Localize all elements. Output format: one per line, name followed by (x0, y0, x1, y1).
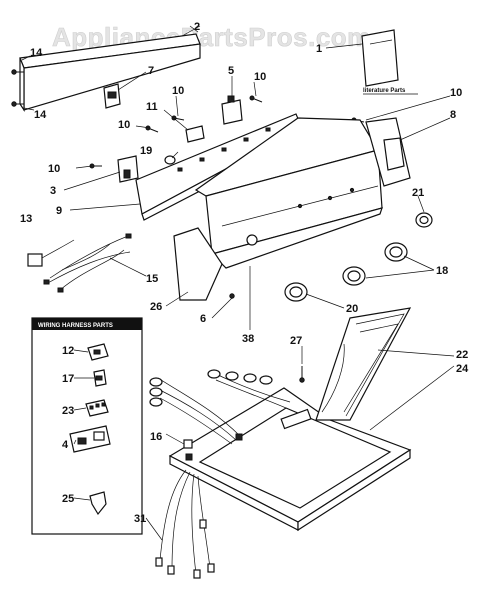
callout-1: 1 (316, 43, 322, 55)
callout-11: 11 (146, 101, 158, 113)
callout-4: 4 (62, 439, 69, 451)
callout-14-top: 14 (30, 47, 43, 59)
switch-part-5 (221, 95, 243, 125)
wire-harness-upper (149, 369, 291, 445)
callout-8: 8 (450, 109, 456, 121)
callout-10-b: 10 (172, 85, 184, 97)
knob-part-21 (415, 212, 433, 228)
leader-lines (21, 25, 455, 541)
knob-part-18-right (384, 242, 408, 262)
switch-part-3 (117, 155, 139, 183)
callout-10-d: 10 (450, 87, 462, 99)
screw-part-10-b (249, 95, 263, 103)
console-top-part (194, 117, 383, 269)
callout-21: 21 (412, 187, 424, 199)
callout-3: 3 (50, 185, 56, 197)
clip-part-25 (89, 491, 107, 516)
callout-23: 23 (62, 405, 74, 417)
connector-part-12 (87, 343, 109, 361)
callout-2: 2 (194, 21, 200, 33)
lid-part-22 (315, 307, 412, 421)
callout-labels: 2 1 14 14 7 5 10 10 11 10 10 8 19 10 3 9… (20, 21, 469, 525)
callout-22: 22 (456, 349, 468, 361)
callout-10-e: 10 (48, 163, 60, 175)
callout-12: 12 (62, 345, 74, 357)
wiring-harness-parts-box (31, 317, 143, 535)
timer-switch-part-7 (103, 83, 121, 109)
screw-part-14-top (11, 69, 24, 75)
callout-14-bottom: 14 (34, 109, 47, 121)
callout-7: 7 (148, 65, 154, 77)
callout-6: 6 (200, 313, 206, 325)
end-cap-part-26 (173, 227, 223, 301)
literature-label: literature Parts (363, 88, 406, 94)
wire-harness-part-15 (43, 233, 132, 293)
callout-16: 16 (150, 431, 162, 443)
callout-10-a: 10 (254, 71, 266, 83)
callout-9: 9 (56, 205, 62, 217)
connector-part-13 (27, 239, 75, 267)
callout-19: 19 (140, 145, 152, 157)
callout-18: 18 (436, 265, 448, 277)
callout-10-c: 10 (118, 119, 130, 131)
bracket-part-11 (185, 125, 205, 143)
callout-24: 24 (456, 363, 469, 375)
callout-5: 5 (228, 65, 234, 77)
callout-25: 25 (62, 493, 74, 505)
callout-13: 13 (20, 213, 32, 225)
connector-part-23 (85, 399, 109, 417)
top-cabinet-part-24 (168, 387, 412, 532)
connector-part-17 (93, 369, 107, 387)
knob-part-18-left (342, 266, 366, 286)
rear-panel-part (19, 25, 201, 112)
literature-parts-part (361, 29, 399, 87)
screw-part-10-c (145, 125, 159, 133)
screw-part-14-bottom (11, 101, 24, 107)
wiring-box-title: WIRING HARNESS PARTS (38, 323, 113, 329)
callout-17: 17 (62, 373, 74, 385)
callout-38: 38 (242, 333, 254, 345)
screw-part-6 (229, 293, 235, 299)
callout-20: 20 (346, 303, 358, 315)
wire-harness-part-31 (155, 469, 215, 579)
callout-31: 31 (134, 513, 146, 525)
end-cap-part-8 (365, 117, 411, 187)
connector-part-4 (69, 425, 111, 453)
callout-15: 15 (146, 273, 158, 285)
knob-part-19 (164, 155, 176, 165)
callout-27: 27 (290, 335, 302, 347)
knob-part-20 (284, 282, 308, 302)
screw-part-27 (299, 366, 305, 383)
callout-26: 26 (150, 301, 162, 313)
